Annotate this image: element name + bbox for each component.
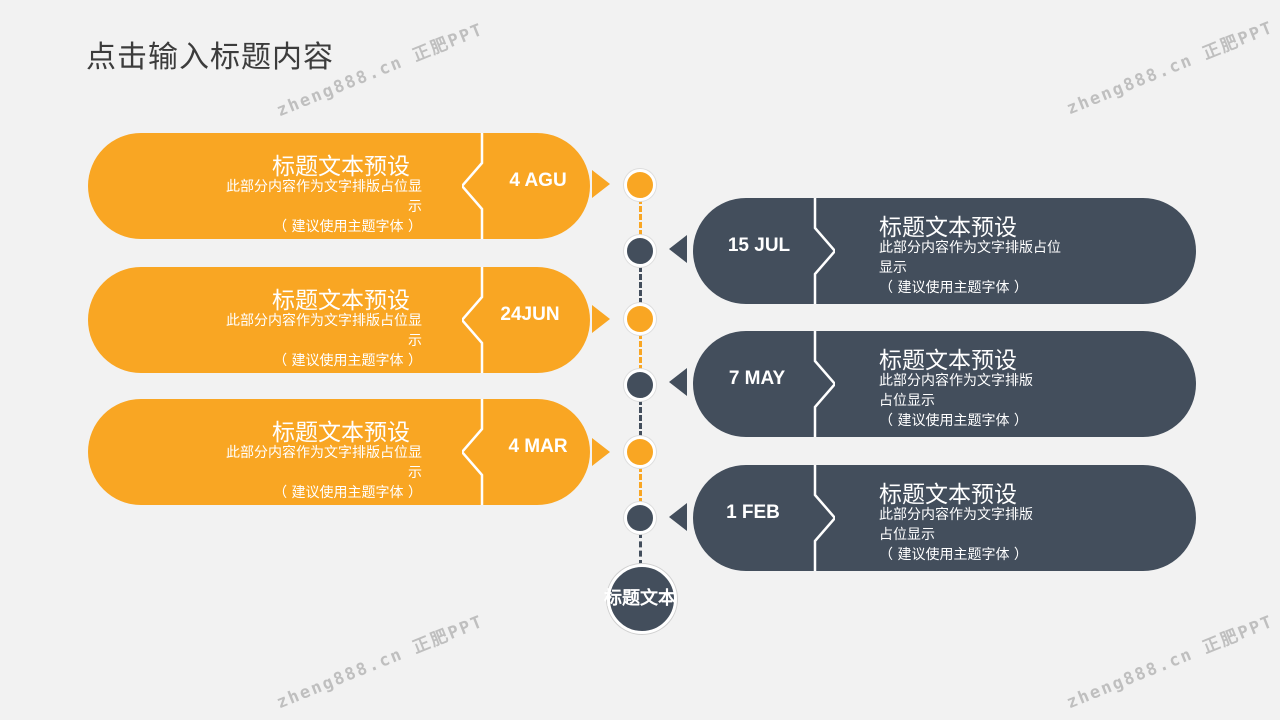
card-body: 此部分内容作为文字排版占位显 示 （ 建议使用主题字体 ） xyxy=(226,445,422,501)
pointer-arrow-icon xyxy=(592,170,610,198)
event-date: 1 FEB xyxy=(726,502,780,523)
event-date: 4 AGU xyxy=(509,170,567,191)
card-divider xyxy=(462,399,484,505)
watermark-text: zheng888.cn 正肥PPT xyxy=(273,611,487,714)
card-divider xyxy=(462,267,484,373)
card-title: 标题文本预设 xyxy=(272,288,410,314)
pointer-arrow-icon xyxy=(669,503,687,531)
timeline-dot xyxy=(624,369,656,401)
watermark-text: zheng888.cn 正肥PPT xyxy=(1063,611,1277,714)
timeline-card: 4 MAR 标题文本预设 此部分内容作为文字排版占位显 示 （ 建议使用主题字体… xyxy=(88,399,590,505)
card-divider xyxy=(813,331,835,437)
timeline-card: 7 MAY 标题文本预设 此部分内容作为文字排版 占位显示 （ 建议使用主题字体… xyxy=(693,331,1196,437)
timeline-card: 1 FEB 标题文本预设 此部分内容作为文字排版 占位显示 （ 建议使用主题字体… xyxy=(693,465,1196,571)
pointer-arrow-icon xyxy=(669,368,687,396)
card-body: 此部分内容作为文字排版 占位显示 （ 建议使用主题字体 ） xyxy=(879,507,1033,563)
timeline-end-label: 标题文本 xyxy=(604,588,676,609)
card-body: 此部分内容作为文字排版占位显 示 （ 建议使用主题字体 ） xyxy=(226,179,422,235)
card-title: 标题文本预设 xyxy=(879,482,1017,508)
card-body: 此部分内容作为文字排版 占位显示 （ 建议使用主题字体 ） xyxy=(879,373,1033,429)
timeline-dot xyxy=(624,169,656,201)
event-date: 7 MAY xyxy=(728,368,786,389)
pointer-arrow-icon xyxy=(592,438,610,466)
card-title: 标题文本预设 xyxy=(879,348,1017,374)
timeline-end-circle xyxy=(607,564,677,634)
card-body: 此部分内容作为文字排版占位 显示 （ 建议使用主题字体 ） xyxy=(879,240,1061,296)
card-divider xyxy=(462,133,484,239)
card-title: 标题文本预设 xyxy=(879,215,1017,241)
card-divider xyxy=(813,465,835,571)
timeline-dot xyxy=(624,436,656,468)
timeline-dot xyxy=(624,502,656,534)
pointer-arrow-icon xyxy=(592,305,610,333)
timeline-segment xyxy=(639,466,642,504)
card-body: 此部分内容作为文字排版占位显 示 （ 建议使用主题字体 ） xyxy=(226,313,422,369)
timeline-card: 24JUN 标题文本预设 此部分内容作为文字排版占位显 示 （ 建议使用主题字体… xyxy=(88,267,590,373)
timeline-segment xyxy=(639,333,642,371)
watermark-text: zheng888.cn 正肥PPT xyxy=(1063,17,1277,120)
page-title: 点击输入标题内容 xyxy=(86,40,334,75)
event-date: 24JUN xyxy=(500,304,560,325)
timeline-dot xyxy=(624,235,656,267)
timeline-dot xyxy=(624,303,656,335)
timeline-card: 4 AGU 标题文本预设 此部分内容作为文字排版占位显 示 （ 建议使用主题字体… xyxy=(88,133,590,239)
timeline-segment xyxy=(639,198,642,236)
timeline-segment xyxy=(639,399,642,437)
event-date: 15 JUL xyxy=(727,235,791,256)
timeline-card: 15 JUL 标题文本预设 此部分内容作为文字排版占位 显示 （ 建议使用主题字… xyxy=(693,198,1196,304)
pointer-arrow-icon xyxy=(669,235,687,263)
card-title: 标题文本预设 xyxy=(272,420,410,446)
timeline-segment xyxy=(639,266,642,304)
timeline-segment xyxy=(639,532,642,566)
event-date: 4 MAR xyxy=(508,436,568,457)
card-divider xyxy=(813,198,835,304)
card-title: 标题文本预设 xyxy=(272,154,410,180)
